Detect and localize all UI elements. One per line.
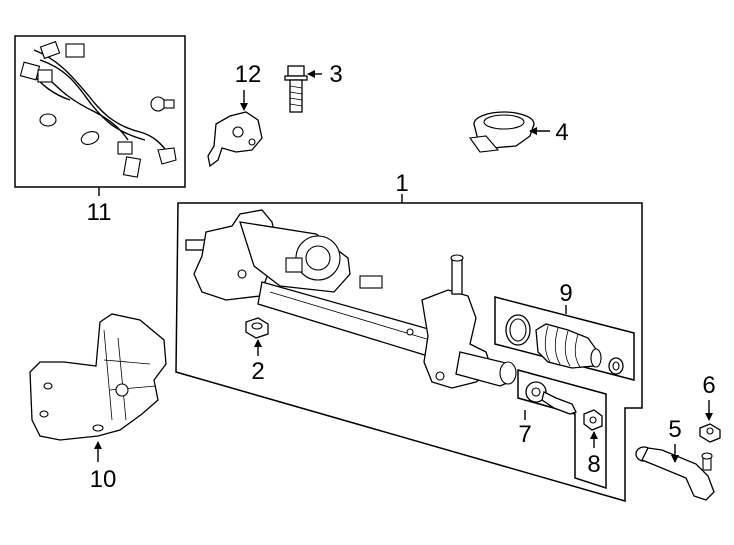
- wire-harness-part: [19, 40, 177, 178]
- nut-part-8: [583, 409, 603, 431]
- boot-kit-box: [494, 296, 635, 381]
- harness-group-box: [14, 35, 186, 188]
- callout-6: 6: [702, 372, 715, 399]
- callout-4: 4: [555, 119, 568, 146]
- bracket-part: [207, 111, 263, 168]
- callout-11: 11: [87, 199, 112, 226]
- callout-8: 8: [587, 451, 600, 478]
- callout-7: 7: [518, 421, 531, 448]
- callout-1: 1: [395, 170, 408, 197]
- bolt-part: [284, 65, 308, 113]
- boot-kit-parts: [505, 314, 624, 375]
- callout-2: 2: [251, 358, 264, 385]
- steering-gear-assembly-box: [175, 202, 643, 502]
- steering-rack-part: [185, 209, 517, 389]
- callout-12: 12: [235, 61, 262, 88]
- tie-rod-end-part: [635, 446, 715, 501]
- callout-3: 3: [329, 61, 342, 88]
- nut-part-6: [699, 423, 721, 443]
- tie-rod-kit-box: [517, 369, 607, 490]
- callout-9: 9: [559, 280, 572, 307]
- callout-10: 10: [90, 466, 117, 493]
- heat-shield-part: [29, 313, 167, 441]
- mount-part: [469, 111, 535, 153]
- nut-part-2: [245, 317, 269, 339]
- callout-5: 5: [668, 416, 681, 443]
- inner-tie-rod-part: [525, 381, 577, 415]
